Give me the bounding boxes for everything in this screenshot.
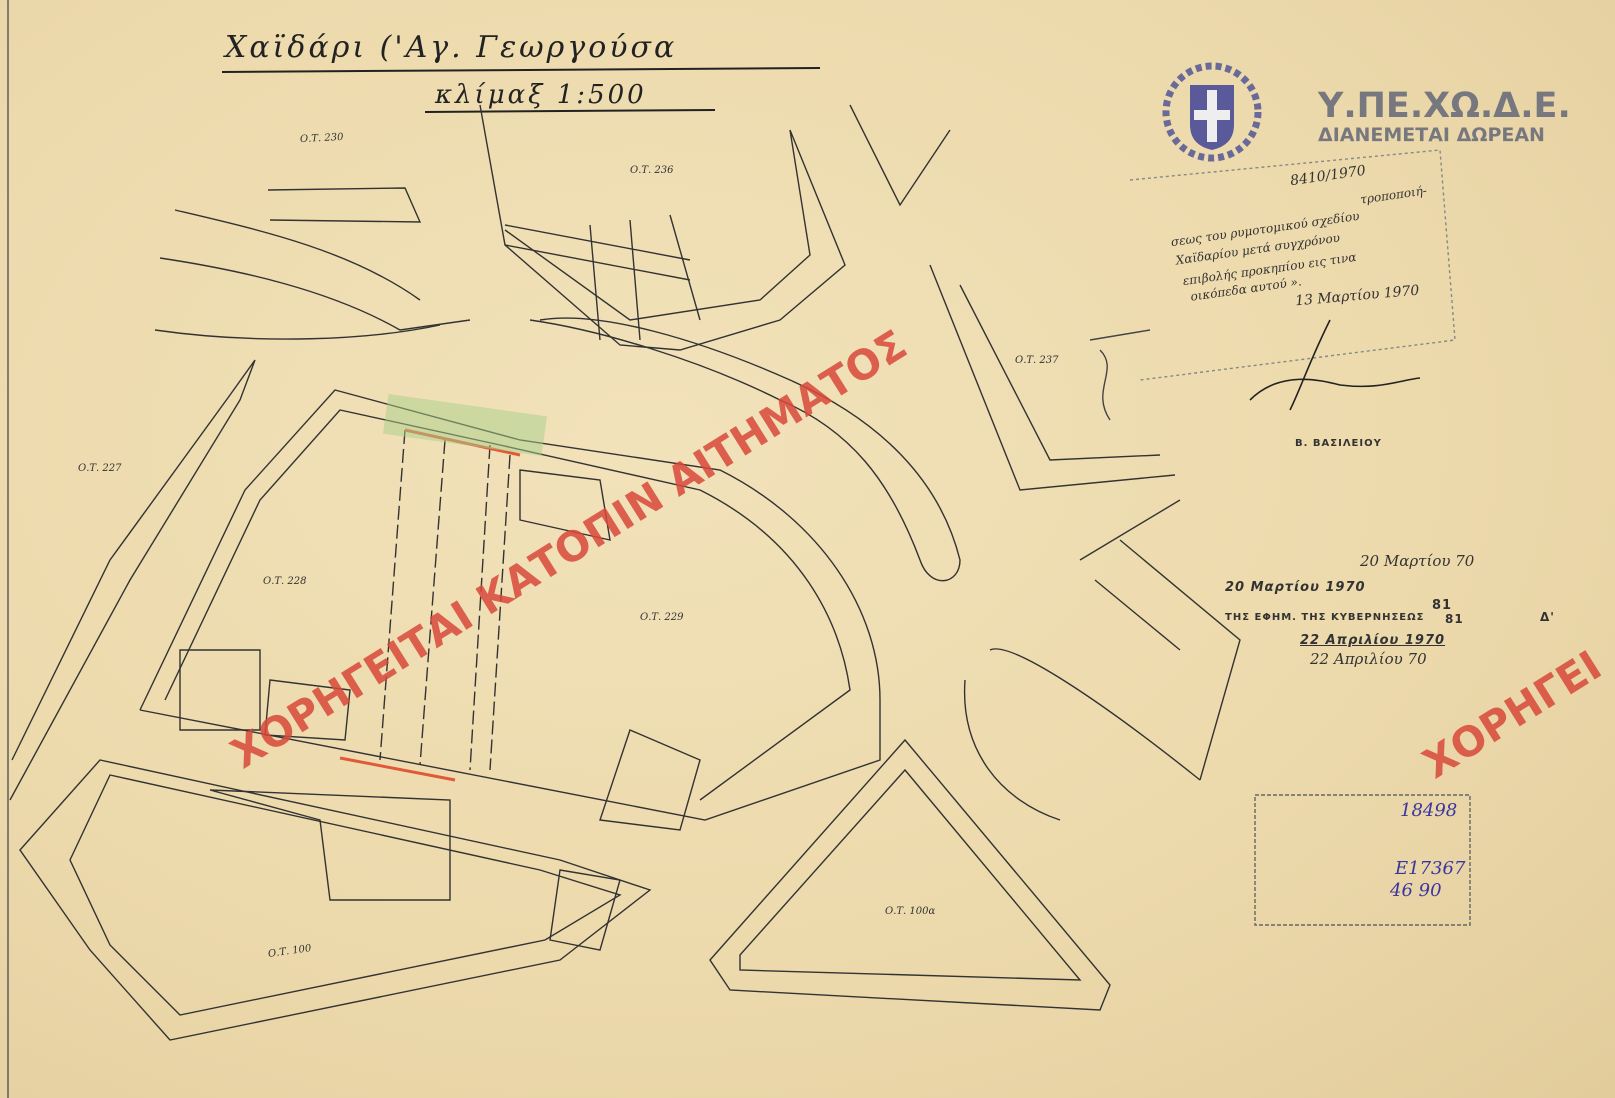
gazette-stamp-date: 20 Μαρτίου 1970: [1225, 580, 1366, 595]
block-230: [267, 187, 422, 223]
scale-underline: [424, 109, 716, 113]
annotation-box: [1129, 149, 1456, 381]
gazette-hand-date: 22 Απριλίου 70: [1310, 650, 1427, 668]
title-underline: [221, 67, 821, 73]
gazette-stamp-text: ΤΗΣ ΕΦΗΜ. ΤΗΣ ΚΥΒΕΡΝΗΣΕΩΣ: [1225, 612, 1425, 623]
red-building-line: [339, 756, 456, 782]
block-100-inner: [69, 774, 622, 1016]
gazette-issue: Δ': [1540, 610, 1555, 624]
street-edge: [174, 209, 421, 301]
buildings: [209, 789, 621, 951]
block-label-230: Ο.Τ. 230: [299, 131, 344, 146]
setback-lines: [379, 429, 511, 771]
ministry-logo-text: Υ.ΠΕ.ΧΩ.Δ.Ε.: [1318, 86, 1571, 126]
gazette-publish-date: 22 Απριλίου 1970: [1300, 633, 1446, 648]
block-label-100a: Ο.Τ. 100α: [885, 906, 936, 917]
block-label-227: Ο.Τ. 227: [78, 463, 122, 474]
block-237: [849, 104, 1176, 491]
signature: [1249, 319, 1421, 411]
signature-mark: [1089, 329, 1151, 421]
block-100: [19, 759, 652, 1041]
distribution-note: ΔΙΑΝΕΜΕΤΑΙ ΔΩΡΕΑΝ: [1318, 124, 1545, 146]
buildings: [179, 469, 701, 831]
block-label-237: Ο.Τ. 237: [1015, 355, 1059, 366]
block-227: [9, 359, 256, 801]
archive-sub: 46 90: [1390, 880, 1442, 901]
archive-stamp-box: [1254, 794, 1471, 926]
coat-of-arms-icon: [1162, 62, 1262, 162]
block-label-236: Ο.Τ. 236: [630, 165, 674, 176]
block-236: [479, 104, 846, 351]
archive-code: Ε17367: [1395, 858, 1466, 879]
block-100a: [709, 738, 1111, 1011]
block-inner: [164, 409, 851, 801]
green-strip: [382, 394, 548, 456]
block-label-229: Ο.Τ. 229: [640, 612, 684, 623]
parcel-lines: [504, 214, 701, 341]
ramp-road: [529, 317, 961, 582]
street-edge: [154, 324, 441, 340]
map-title: Χαϊδάρι ('Αγ. Γεωργούσα: [225, 30, 678, 65]
street-edges: [963, 679, 1061, 821]
street-edge: [159, 257, 471, 331]
block-label-228: Ο.Τ. 228: [263, 576, 307, 587]
street-edges: [989, 499, 1241, 781]
signatory-stamp: Β. ΒΑΣΙΛΕΙΟΥ: [1295, 438, 1382, 449]
archive-number: 18498: [1400, 800, 1458, 821]
gazette-hand-date: 20 Μαρτίου 70: [1360, 552, 1475, 570]
gazette-number: 81: [1445, 612, 1464, 626]
map-scale: κλίμαξ 1:500: [435, 80, 647, 110]
gazette-number: 81: [1432, 598, 1453, 613]
block-228-229: [139, 389, 881, 821]
